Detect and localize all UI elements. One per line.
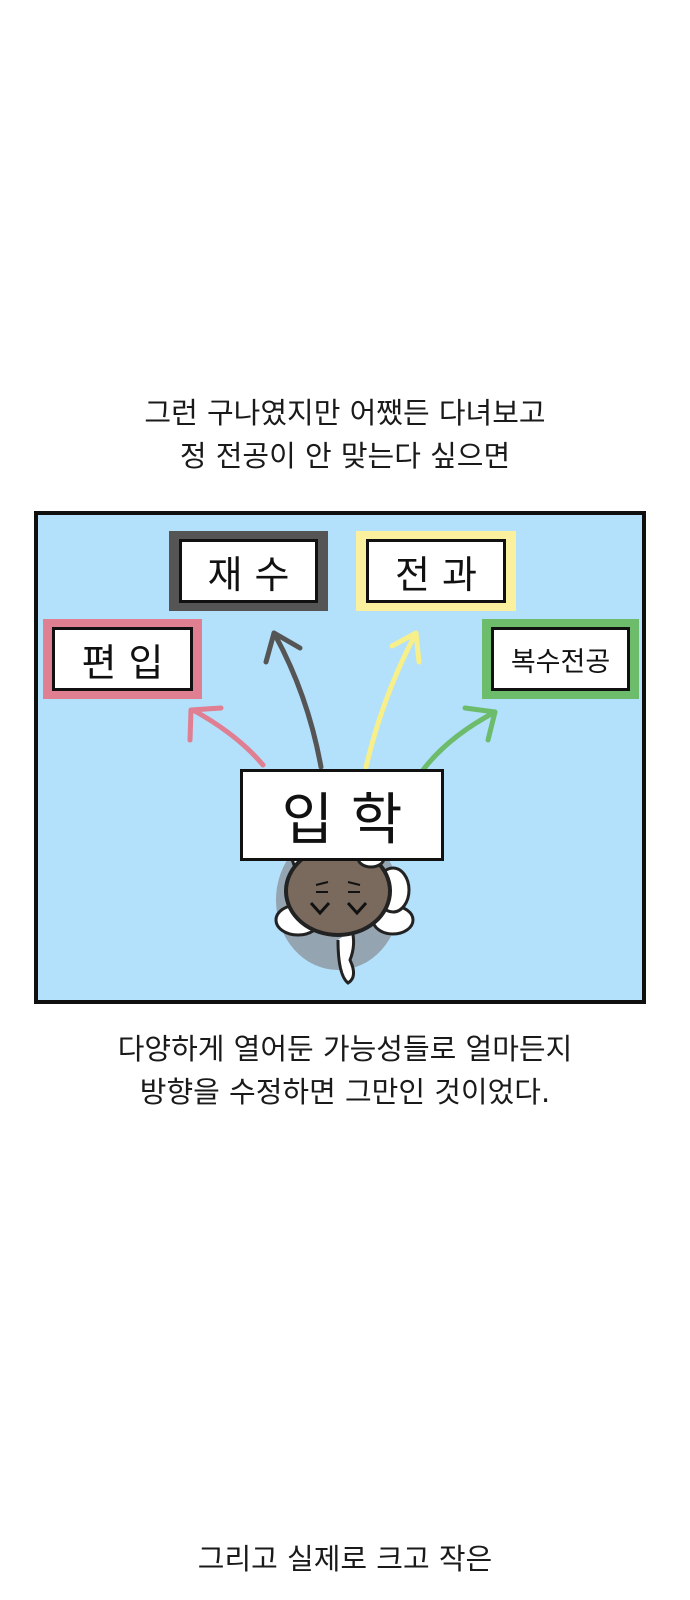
middle-caption: 다양하게 열어둔 가능성들로 얼마든지 방향을 수정하면 그만인 것이었다. [0, 1028, 690, 1114]
top-caption: 그런 구나였지만 어쨌든 다녀보고 정 전공이 안 맞는다 싶으면 [0, 392, 690, 478]
arrow-head-jeongwa [389, 630, 422, 665]
option-label: 편 입 [81, 640, 164, 685]
arrow-to-pyeonip [190, 707, 266, 768]
option-box-jeongwa: 전 과 [366, 539, 506, 603]
option-box-jaesu: 재 수 [179, 539, 318, 603]
center-label: 입 학 [281, 787, 403, 853]
caption-line: 정 전공이 안 맞는다 싶으면 [179, 439, 511, 473]
arrow-head-pyeonip [187, 705, 224, 743]
option-box-pyeonip: 편 입 [52, 627, 193, 691]
caption-line: 그런 구나였지만 어쨌든 다녀보고 [144, 396, 546, 430]
option-label: 재 수 [207, 552, 290, 597]
bottom-caption: 그리고 실제로 크고 작은 [0, 1538, 690, 1581]
option-label: 전 과 [395, 552, 477, 597]
arrow-to-jeongwa [363, 630, 419, 770]
arrow-head-boksu [462, 705, 498, 743]
caption-line: 방향을 수정하면 그만인 것이었다. [139, 1075, 551, 1109]
arrow-to-boksu [420, 709, 498, 773]
caption-line: 다양하게 열어둔 가능성들로 얼마든지 [117, 1032, 573, 1066]
option-label: 복수전공 [510, 646, 611, 678]
arrow-to-jaesu [271, 630, 324, 770]
comic-panel: 재 수 전 과 편 입 복수전공 입 학 [34, 511, 646, 1004]
arrow-head-jaesu [263, 630, 303, 665]
panel-drawing [187, 630, 498, 985]
caption-line: 그리고 실제로 크고 작은 [197, 1542, 493, 1576]
option-box-boksu: 복수전공 [491, 627, 630, 691]
center-box-iphak: 입 학 [240, 769, 444, 861]
